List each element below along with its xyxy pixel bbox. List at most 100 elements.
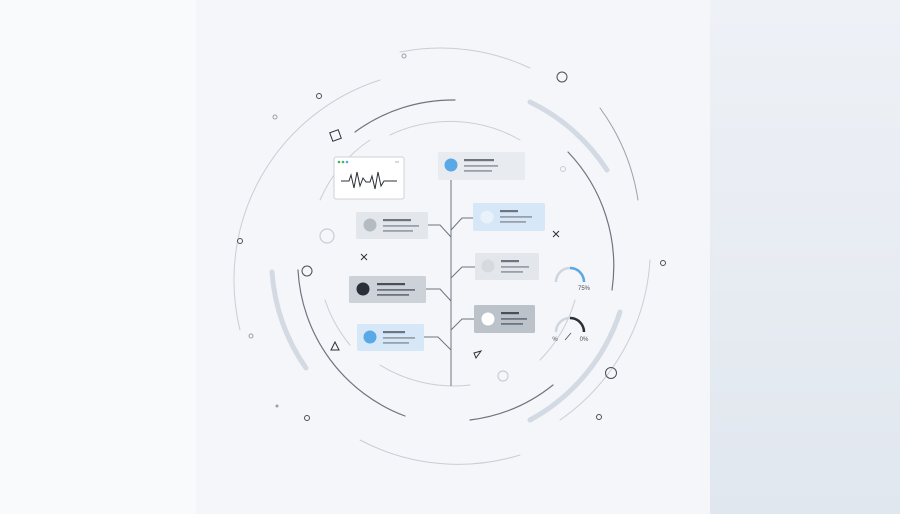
card-line xyxy=(383,342,409,344)
card-line xyxy=(383,230,413,232)
circle-icon xyxy=(605,367,617,379)
avatar xyxy=(481,259,495,273)
mid-arc-left xyxy=(297,269,406,417)
thick-arc-left xyxy=(269,269,309,371)
avatar xyxy=(356,282,370,296)
gauge-2: % 0% xyxy=(552,316,589,343)
connector-right-3 xyxy=(450,318,474,331)
thick-arc-bottom-right xyxy=(527,309,623,423)
card-line xyxy=(501,266,529,268)
inner-arc-top xyxy=(389,120,521,141)
decorative-shapes xyxy=(329,129,560,360)
window-dot-green xyxy=(337,160,341,164)
right-panel xyxy=(710,0,900,514)
card-line xyxy=(383,219,411,222)
circle-icon xyxy=(237,238,243,244)
card-line xyxy=(464,170,492,172)
circle-icon xyxy=(660,260,666,266)
avatar xyxy=(444,158,458,172)
window-dot-blue xyxy=(345,160,349,164)
card-line xyxy=(464,165,498,167)
connector-right-1 xyxy=(450,217,473,231)
card-line xyxy=(500,210,518,213)
card-line xyxy=(501,271,523,273)
avatar xyxy=(480,210,494,224)
node-cards xyxy=(349,152,545,351)
card-line xyxy=(501,260,519,263)
gauge-track xyxy=(554,316,586,333)
square-icon xyxy=(329,129,342,142)
tree-connectors xyxy=(424,166,475,386)
avatar xyxy=(363,330,377,344)
circle-icon xyxy=(272,114,278,120)
card-line xyxy=(383,331,405,334)
mid-arc-bottom xyxy=(469,384,554,421)
window-dot-green xyxy=(341,160,345,164)
mid-arc-top xyxy=(354,99,456,133)
node-card-left-3[interactable] xyxy=(357,324,424,351)
card-line xyxy=(377,283,405,286)
connector-left-1 xyxy=(428,224,452,238)
card-line xyxy=(501,318,527,320)
center-panel xyxy=(196,0,710,514)
heartbeat-icon xyxy=(341,171,397,190)
circle-icon xyxy=(301,265,313,277)
close-x-icon xyxy=(360,253,368,261)
gauge-1: 75% xyxy=(554,266,591,292)
connector-left-3 xyxy=(424,336,452,351)
node-card-root[interactable] xyxy=(438,152,525,180)
circle-icon xyxy=(319,228,335,244)
gauge-fill xyxy=(569,316,586,333)
node-card-left-2[interactable] xyxy=(349,276,426,303)
avatar xyxy=(363,218,377,232)
left-margin xyxy=(0,0,196,514)
card-line xyxy=(500,216,532,218)
card-line xyxy=(501,323,523,325)
heartbeat-window-frame xyxy=(333,156,405,200)
card-line xyxy=(377,294,409,296)
heartbeat-window xyxy=(333,156,405,200)
outer-arc-right xyxy=(599,107,639,201)
gauge-right-label: 0% xyxy=(580,337,589,343)
decorative-dots xyxy=(237,53,666,421)
circle-icon xyxy=(304,415,310,421)
circle-icon xyxy=(497,370,509,382)
inner-arc-lower-right xyxy=(539,299,576,361)
circle-icon xyxy=(560,166,566,172)
gauge-left-label: % xyxy=(552,337,558,343)
outer-arc-left xyxy=(233,79,381,331)
outer-arc-bottom xyxy=(359,439,521,465)
card-line xyxy=(464,159,494,162)
dot xyxy=(275,404,279,408)
node-card-right-1[interactable] xyxy=(473,203,545,231)
inner-arc-lower-left xyxy=(324,299,351,346)
card-line xyxy=(383,337,415,339)
mid-arc-right xyxy=(567,151,615,291)
circle-icon xyxy=(316,93,322,99)
avatar xyxy=(481,312,495,326)
outer-arc-right-lower xyxy=(559,259,651,421)
gauge-label: 75% xyxy=(578,286,591,292)
gauge-track xyxy=(554,266,586,283)
circle-icon xyxy=(248,333,254,339)
node-card-right-2[interactable] xyxy=(475,253,539,280)
card-line xyxy=(383,225,419,227)
concentric-arcs xyxy=(233,47,651,465)
circle-icon xyxy=(596,414,602,420)
gauge-fill xyxy=(569,266,586,283)
gauge-needle xyxy=(564,332,572,341)
outer-arc-top xyxy=(399,47,531,69)
inner-arc-bottom xyxy=(379,364,471,387)
circle-icon xyxy=(556,71,568,83)
card-line xyxy=(377,289,415,291)
node-card-right-3[interactable] xyxy=(474,305,535,333)
card-line xyxy=(501,312,519,315)
node-card-left-1[interactable] xyxy=(356,212,428,239)
circle-icon xyxy=(401,53,407,59)
connector-right-2 xyxy=(450,266,475,279)
card-line xyxy=(500,221,526,223)
triangle-icon xyxy=(330,340,340,351)
close-x-icon xyxy=(552,230,560,238)
